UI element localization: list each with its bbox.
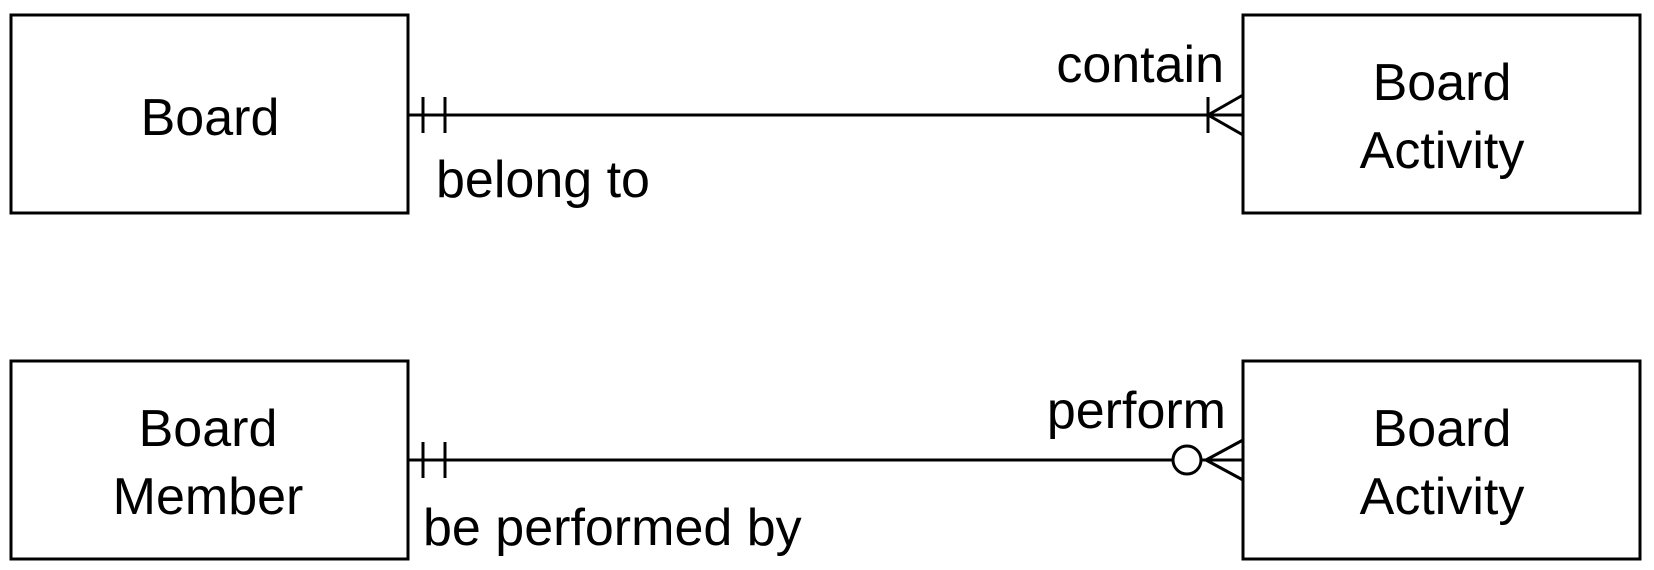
relationship-board-activity: Board Board Activity contain belong to <box>9 13 1642 215</box>
entity-board-activity[interactable]: Board Activity <box>1241 13 1642 215</box>
entity-box <box>9 13 410 215</box>
entity-label-line1: Board <box>139 400 278 458</box>
entity-box <box>1241 359 1642 561</box>
entity-label-line1: Board <box>1373 400 1512 458</box>
relationship-label-left: be performed by <box>423 499 802 557</box>
relationship-label-right: perform <box>1047 382 1226 440</box>
entity-label: Board <box>141 89 280 147</box>
entity-label-line1: Board <box>1373 54 1512 112</box>
entity-board-activity[interactable]: Board Activity <box>1241 359 1642 561</box>
cardinality-zero-or-many-icon <box>1171 438 1244 482</box>
entity-board-member[interactable]: Board Member <box>9 359 410 561</box>
entity-box <box>9 359 410 561</box>
relationship-label-right: contain <box>1056 36 1224 94</box>
relationship-label-left: belong to <box>436 151 650 209</box>
relationship-member-activity: Board Member Board Activity perform be p… <box>9 359 1642 561</box>
entity-label-line2: Member <box>113 468 304 526</box>
entity-board[interactable]: Board <box>9 13 410 215</box>
cardinality-exactly-one-icon <box>421 442 447 478</box>
cardinality-exactly-one-icon <box>421 97 447 133</box>
entity-box <box>1241 13 1642 215</box>
entity-label-line2: Activity <box>1360 468 1525 526</box>
entity-label-line2: Activity <box>1360 122 1525 180</box>
cardinality-one-or-many-icon <box>1206 93 1244 137</box>
